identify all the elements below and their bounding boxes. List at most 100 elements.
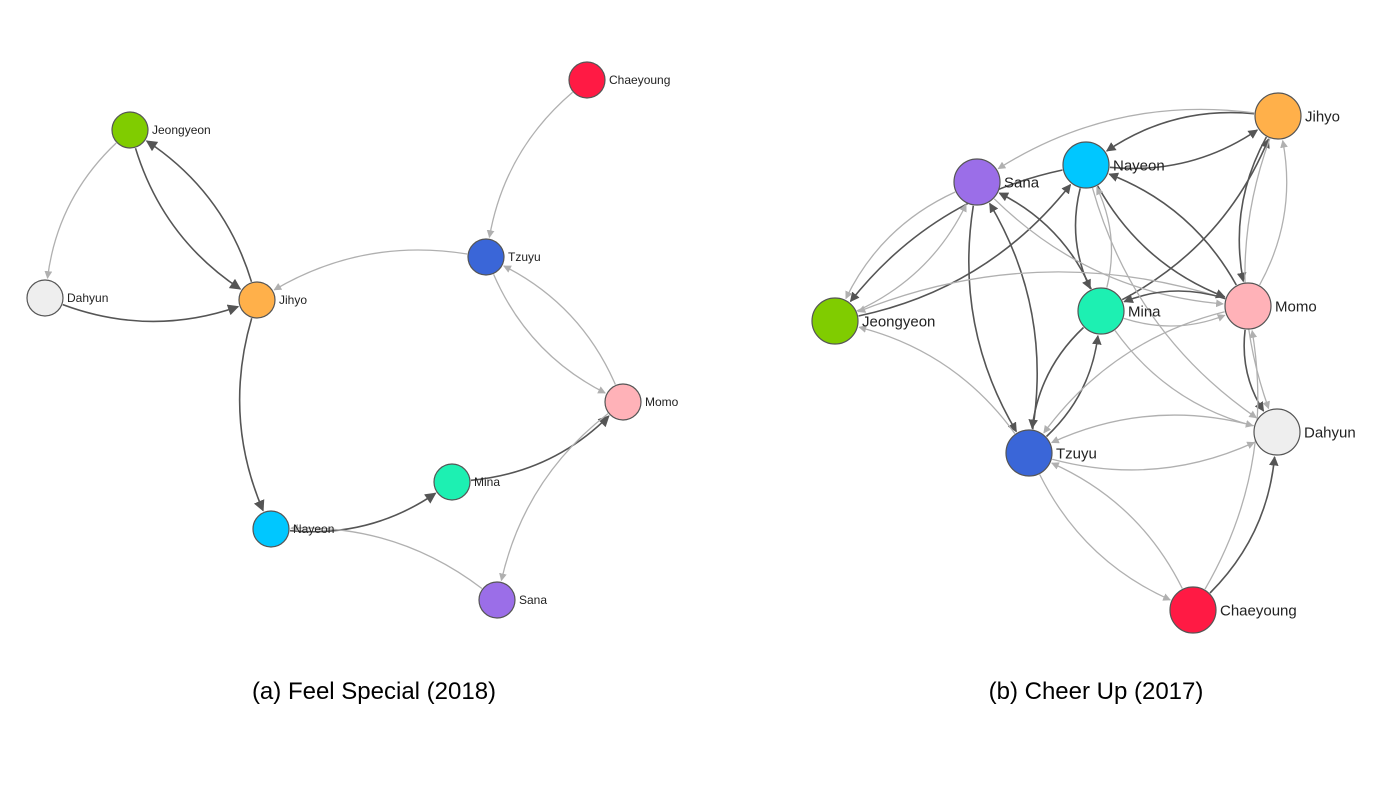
node-circle-mina bbox=[1077, 287, 1125, 335]
edge-jeongyeon-to-sana bbox=[856, 203, 967, 312]
edge-jeongyeon-to-jihyo bbox=[134, 147, 242, 290]
edge-nayeon-to-momo bbox=[1097, 185, 1226, 299]
node-momo: Momo bbox=[1224, 282, 1317, 330]
node-label-sana: Sana bbox=[1004, 174, 1040, 191]
edge-tzuyu-to-dahyun bbox=[1052, 441, 1256, 471]
node-nayeon: Nayeon bbox=[1062, 141, 1165, 189]
edge-mina-to-jihyo bbox=[1121, 138, 1270, 301]
node-label-momo: Momo bbox=[645, 395, 679, 409]
node-jihyo: Jihyo bbox=[1254, 92, 1340, 140]
node-label-sana: Sana bbox=[519, 593, 547, 607]
edge-mina-to-momo bbox=[1123, 314, 1226, 327]
node-circle-sana bbox=[953, 158, 1001, 206]
node-label-jihyo: Jihyo bbox=[279, 293, 307, 307]
edge-mina-to-sana bbox=[998, 192, 1092, 290]
edge-tzuyu-to-jihyo bbox=[273, 249, 468, 291]
edge-mina-to-dahyun bbox=[1114, 330, 1254, 428]
node-circle-sana bbox=[478, 581, 516, 619]
edge-jeongyeon-to-nayeon bbox=[858, 183, 1072, 317]
node-label-nayeon: Nayeon bbox=[293, 522, 334, 536]
node-circle-jeongyeon bbox=[111, 111, 149, 149]
node-circle-tzuyu bbox=[1005, 429, 1053, 477]
node-mina: Mina bbox=[433, 463, 500, 501]
node-jeongyeon: Jeongyeon bbox=[811, 297, 935, 345]
edge-jihyo-to-nayeon bbox=[1105, 111, 1255, 152]
node-mina: Mina bbox=[1077, 287, 1161, 335]
edge-dahyun-to-tzuyu bbox=[1050, 414, 1254, 444]
edge-momo-to-jihyo bbox=[1259, 139, 1288, 286]
node-label-chaeyoung: Chaeyoung bbox=[1220, 602, 1297, 619]
node-label-chaeyoung: Chaeyoung bbox=[609, 73, 670, 87]
node-jihyo: Jihyo bbox=[238, 281, 307, 319]
edge-tzuyu-to-mina bbox=[1045, 334, 1102, 438]
node-label-mina: Mina bbox=[474, 475, 500, 489]
edge-nayeon-to-dahyun bbox=[1091, 187, 1258, 419]
node-circle-momo bbox=[1224, 282, 1272, 330]
node-dahyun: Dahyun bbox=[26, 279, 108, 317]
node-circle-chaeyoung bbox=[568, 61, 606, 99]
node-label-jeongyeon: Jeongyeon bbox=[862, 313, 935, 330]
node-label-tzuyu: Tzuyu bbox=[508, 250, 541, 264]
edge-momo-to-nayeon bbox=[1108, 172, 1237, 286]
edge-nayeon-to-jihyo bbox=[1109, 129, 1259, 170]
edge-momo-to-mina bbox=[1123, 290, 1226, 303]
edge-chaeyoung-to-momo bbox=[1204, 329, 1259, 590]
edge-sana-to-jeongyeon bbox=[845, 191, 956, 300]
edge-nayeon-to-jeongyeon bbox=[849, 169, 1063, 303]
edge-momo-to-tzuyu bbox=[1043, 311, 1225, 434]
edge-jihyo-to-sana bbox=[997, 108, 1255, 170]
node-circle-jihyo bbox=[238, 281, 276, 319]
edge-sana-to-momo bbox=[993, 198, 1224, 308]
cheer-up-edges bbox=[845, 108, 1288, 601]
node-nayeon: Nayeon bbox=[252, 510, 334, 548]
edge-chaeyoung-to-tzuyu bbox=[486, 91, 574, 239]
edge-momo-to-tzuyu bbox=[503, 265, 616, 385]
node-circle-nayeon bbox=[252, 510, 290, 548]
node-circle-tzuyu bbox=[467, 238, 505, 276]
edge-sana-to-tzuyu bbox=[968, 205, 1017, 433]
edge-chaeyoung-to-tzuyu bbox=[1051, 462, 1183, 589]
node-circle-mina bbox=[433, 463, 471, 501]
node-label-tzuyu: Tzuyu bbox=[1056, 445, 1097, 462]
caption-feel-special: (a) Feel Special (2018) bbox=[251, 678, 497, 705]
edge-tzuyu-to-jeongyeon bbox=[858, 325, 1016, 434]
caption-cheer-up: (b) Cheer Up (2017) bbox=[988, 678, 1204, 705]
node-label-mina: Mina bbox=[1128, 303, 1161, 320]
edge-momo-to-sana bbox=[499, 413, 609, 582]
edge-momo-to-jeongyeon bbox=[857, 271, 1226, 313]
feel-special-edges bbox=[44, 91, 616, 590]
edge-mina-to-momo bbox=[470, 415, 610, 482]
edge-momo-to-dahyun bbox=[1243, 329, 1265, 412]
edge-jihyo-to-nayeon bbox=[238, 317, 265, 512]
edge-mina-to-tzuyu bbox=[1028, 326, 1085, 430]
node-circle-dahyun bbox=[26, 279, 64, 317]
node-label-dahyun: Dahyun bbox=[67, 291, 108, 305]
node-momo: Momo bbox=[604, 383, 679, 421]
edge-jeongyeon-to-dahyun bbox=[44, 142, 117, 279]
node-circle-chaeyoung bbox=[1169, 586, 1217, 634]
edge-nayeon-to-mina bbox=[289, 492, 437, 533]
node-dahyun: Dahyun bbox=[1253, 408, 1356, 456]
edge-sana-to-nayeon bbox=[290, 524, 483, 590]
node-label-nayeon: Nayeon bbox=[1113, 157, 1165, 174]
node-jeongyeon: Jeongyeon bbox=[111, 111, 211, 149]
node-circle-momo bbox=[604, 383, 642, 421]
node-sana: Sana bbox=[478, 581, 547, 619]
node-circle-jihyo bbox=[1254, 92, 1302, 140]
node-chaeyoung: Chaeyoung bbox=[568, 61, 670, 99]
node-label-dahyun: Dahyun bbox=[1304, 424, 1356, 441]
node-circle-nayeon bbox=[1062, 141, 1110, 189]
edge-tzuyu-to-chaeyoung bbox=[1039, 474, 1171, 601]
edge-dahyun-to-jihyo bbox=[62, 303, 240, 323]
node-label-jihyo: Jihyo bbox=[1305, 108, 1340, 125]
node-label-jeongyeon: Jeongyeon bbox=[152, 123, 211, 137]
edge-jihyo-to-dahyun bbox=[1244, 138, 1271, 410]
edge-tzuyu-to-momo bbox=[493, 274, 606, 394]
node-sana: Sana bbox=[953, 158, 1040, 206]
edge-tzuyu-to-sana bbox=[989, 202, 1038, 430]
node-tzuyu: Tzuyu bbox=[467, 238, 541, 276]
node-circle-dahyun bbox=[1253, 408, 1301, 456]
